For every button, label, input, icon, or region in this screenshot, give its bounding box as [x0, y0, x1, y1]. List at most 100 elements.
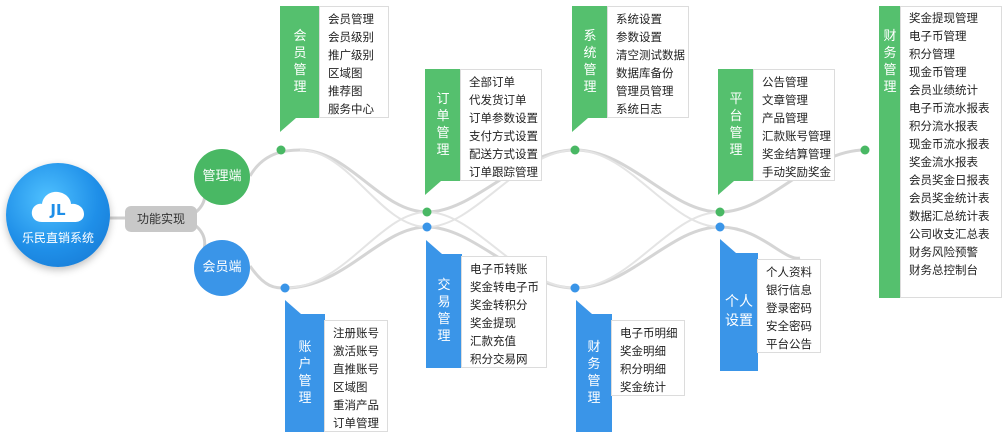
category-trade-mgmt: 交易管理	[426, 254, 462, 368]
pointer	[718, 181, 734, 195]
pointer	[425, 181, 441, 195]
list-item: 奖金转电子币	[470, 280, 539, 294]
list-finance-mgmt: 奖金提现管理电子币管理 积分管理现金币管理 会员业绩统计电子币流水报表 积分流水…	[900, 6, 1002, 298]
list-item: 安全密码	[766, 319, 812, 333]
pointer	[572, 118, 588, 132]
category-title: 个人设置	[725, 294, 753, 329]
category-member-mgmt: 会员管理	[280, 6, 320, 118]
list-item: 会员奖金统计表	[909, 191, 990, 205]
list-personal: 个人资料银行信息 登录密码安全密码 平台公告	[757, 259, 821, 353]
node-dot	[422, 222, 432, 232]
category-personal: 个人设置	[720, 253, 758, 371]
list-item: 区域图	[328, 66, 363, 80]
node-dot	[280, 283, 290, 293]
list-item: 直推账号	[333, 362, 379, 376]
list-item: 财务风险预警	[909, 245, 978, 259]
list-item: 积分明细	[620, 362, 666, 376]
list-item: 系统设置	[616, 12, 662, 26]
category-system-mgmt: 系统管理	[572, 6, 608, 118]
list-item: 推广级别	[328, 48, 374, 62]
list-item: 公司收支汇总表	[909, 227, 990, 241]
list-item: 电子币明细	[620, 326, 678, 340]
pointer	[285, 300, 301, 314]
list-item: 订单参数设置	[469, 111, 538, 125]
list-item: 代发货订单	[469, 93, 527, 107]
list-item: 奖金提现	[470, 316, 516, 330]
list-item: 配送方式设置	[469, 147, 538, 161]
pointer	[426, 240, 442, 254]
hub-label: 功能实现	[125, 206, 197, 232]
list-item: 平台公告	[766, 337, 812, 351]
category-platform-mgmt: 平台管理	[718, 69, 754, 181]
category-title: 会员管理	[293, 29, 307, 95]
category-title: 系统管理	[583, 29, 597, 95]
list-item: 奖金提现管理	[909, 11, 978, 25]
list-item: 订单管理	[333, 416, 379, 430]
list-item: 服务中心	[328, 102, 374, 116]
list-account-mgmt: 注册账号激活账号 直推账号区域图 重消产品订单管理	[324, 320, 388, 432]
logo-mark: JL	[50, 201, 66, 219]
list-item: 银行信息	[766, 283, 812, 297]
node-dot	[276, 145, 286, 155]
list-item: 订单跟踪管理	[469, 165, 538, 179]
list-member-mgmt: 会员管理会员级别 推广级别区域图 推荐图服务中心	[319, 6, 389, 118]
list-item: 数据汇总统计表	[909, 209, 990, 223]
list-item: 区域图	[333, 380, 368, 394]
list-item: 积分流水报表	[909, 119, 978, 133]
list-item: 个人资料	[766, 265, 812, 279]
member-node: 会员端	[194, 240, 250, 296]
list-item: 电子币管理	[909, 29, 967, 43]
list-item: 重消产品	[333, 398, 379, 412]
category-title: 订单管理	[436, 92, 450, 158]
category-member-finance: 财务管理	[576, 314, 612, 432]
category-title: 交易管理	[437, 278, 451, 344]
node-dot	[570, 145, 580, 155]
list-item: 管理员管理	[616, 84, 674, 98]
list-item: 公告管理	[762, 75, 808, 89]
node-dot	[715, 207, 725, 217]
category-title: 账户管理	[298, 340, 312, 406]
pointer	[576, 300, 592, 314]
list-item: 汇款充值	[470, 334, 516, 348]
category-title: 财务管理	[587, 340, 601, 406]
list-member-finance: 电子币明细奖金明细 积分明细奖金统计	[611, 320, 685, 396]
list-platform-mgmt: 公告管理文章管理 产品管理汇款账号管理 奖金结算管理手动奖励奖金	[753, 69, 835, 181]
list-item: 现金币管理	[909, 65, 967, 79]
list-item: 系统日志	[616, 102, 662, 116]
pointer	[280, 118, 296, 132]
node-dot	[570, 283, 580, 293]
list-item: 推荐图	[328, 84, 363, 98]
list-item: 注册账号	[333, 326, 379, 340]
pointer	[720, 239, 736, 253]
list-item: 会员业绩统计	[909, 83, 978, 97]
list-item: 会员管理	[328, 12, 374, 26]
list-item: 参数设置	[616, 30, 662, 44]
list-item: 积分管理	[909, 47, 955, 61]
node-dot	[422, 207, 432, 217]
list-item: 激活账号	[333, 344, 379, 358]
list-item: 汇款账号管理	[762, 129, 831, 143]
list-item: 奖金结算管理	[762, 147, 831, 161]
list-item: 产品管理	[762, 111, 808, 125]
list-item: 文章管理	[762, 93, 808, 107]
admin-node: 管理端	[194, 149, 250, 205]
cloud-icon	[31, 191, 85, 222]
list-trade-mgmt: 电子币转账奖金转电子币 奖金转积分奖金提现 汇款充值积分交易网	[461, 256, 547, 368]
list-item: 财务总控制台	[909, 263, 978, 277]
list-item: 全部订单	[469, 75, 515, 89]
app-name: 乐民直销系统	[21, 231, 94, 245]
list-item: 会员奖金日报表	[909, 173, 990, 187]
category-title: 平台管理	[729, 92, 743, 158]
node-dot	[860, 145, 870, 155]
list-item: 手动奖励奖金	[762, 165, 831, 179]
list-item: 奖金明细	[620, 344, 666, 358]
category-account-mgmt: 账户管理	[285, 314, 325, 432]
list-item: 奖金流水报表	[909, 155, 978, 169]
list-system-mgmt: 系统设置参数设置 清空测试数据数据库备份 管理员管理系统日志	[607, 6, 689, 118]
category-finance-mgmt: 财务管理	[879, 6, 901, 298]
list-item: 电子币流水报表	[909, 101, 990, 115]
list-item: 登录密码	[766, 301, 812, 315]
category-order-mgmt: 订单管理	[425, 69, 461, 181]
